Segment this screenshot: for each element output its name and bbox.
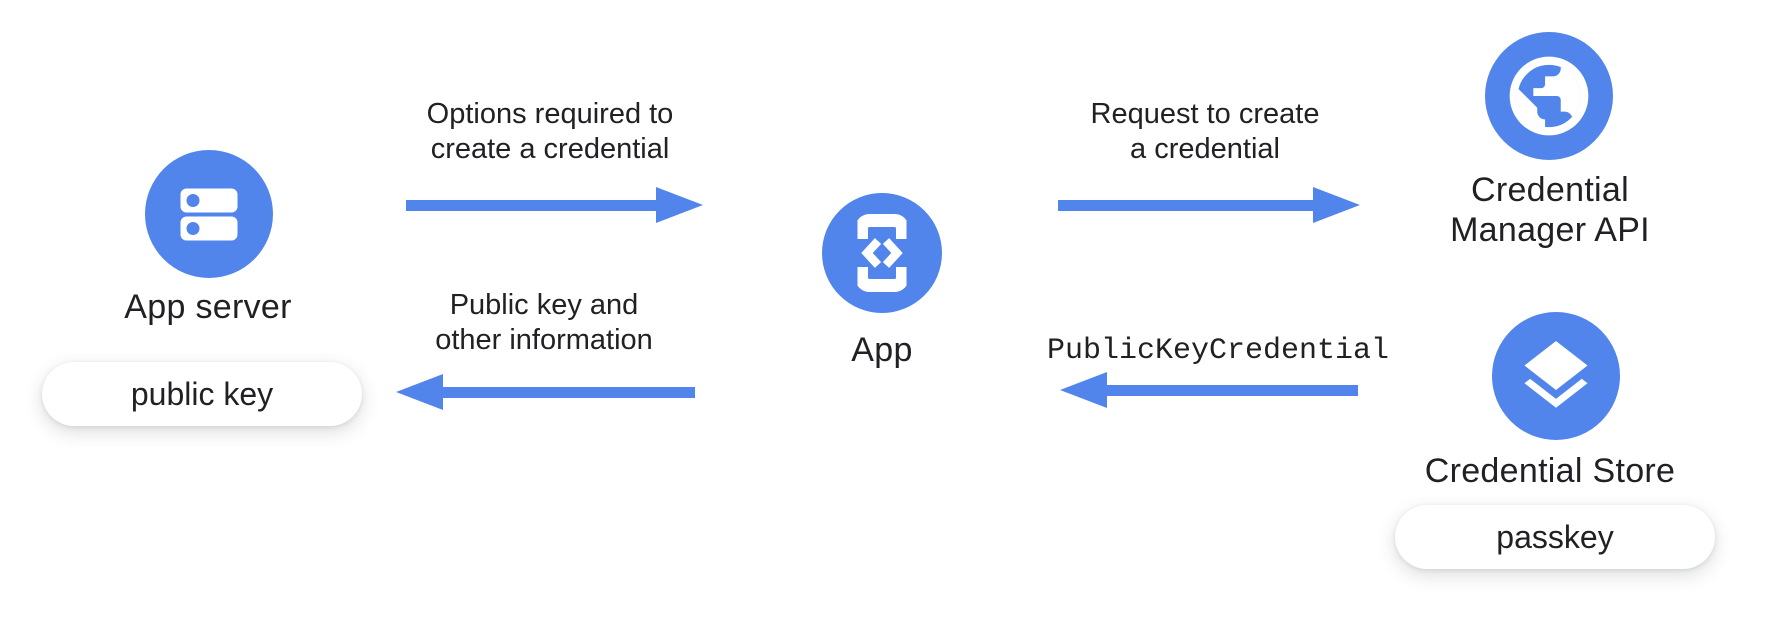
server-icon	[180, 188, 238, 240]
request-create-arrow-right	[1058, 187, 1360, 223]
credential-store-node	[1492, 312, 1620, 440]
credential-manager-node	[1485, 32, 1613, 160]
globe-icon	[1509, 56, 1589, 136]
arrow-shaft	[1107, 384, 1358, 396]
arrow-head	[656, 187, 703, 223]
app-node	[822, 193, 942, 313]
flow-label-publickeycredential: PublicKeyCredential	[1046, 334, 1390, 368]
public-key-pill: public key	[42, 362, 362, 426]
flow-label-options: Options required to create a credential	[426, 98, 674, 165]
arrow-head	[1060, 372, 1107, 408]
phone-code-icon	[855, 214, 909, 292]
arrow-shaft	[443, 386, 695, 398]
public-key-pill-label: public key	[130, 375, 274, 412]
credential-manager-label: Credential Manager API	[1450, 171, 1650, 249]
credential-store-label: Credential Store	[1424, 452, 1676, 490]
app-server-label: App server	[124, 288, 292, 326]
passkey-pill-label: passkey	[1496, 518, 1614, 555]
flow-label-request-create: Request to create a credential	[1090, 98, 1320, 165]
app-label: App	[851, 331, 913, 369]
arrow-head	[396, 374, 443, 410]
options-arrow-right	[406, 187, 703, 223]
arrow-shaft	[1058, 199, 1313, 211]
flow-label-public-key-info: Public key and other information	[435, 289, 653, 356]
app-server-node	[145, 150, 273, 278]
public-key-info-arrow-left	[396, 374, 695, 410]
publickeycredential-arrow-left	[1060, 372, 1358, 408]
arrow-shaft	[406, 199, 656, 211]
layers-icon	[1524, 341, 1588, 408]
passkey-pill: passkey	[1395, 505, 1715, 569]
arrow-head	[1313, 187, 1360, 223]
